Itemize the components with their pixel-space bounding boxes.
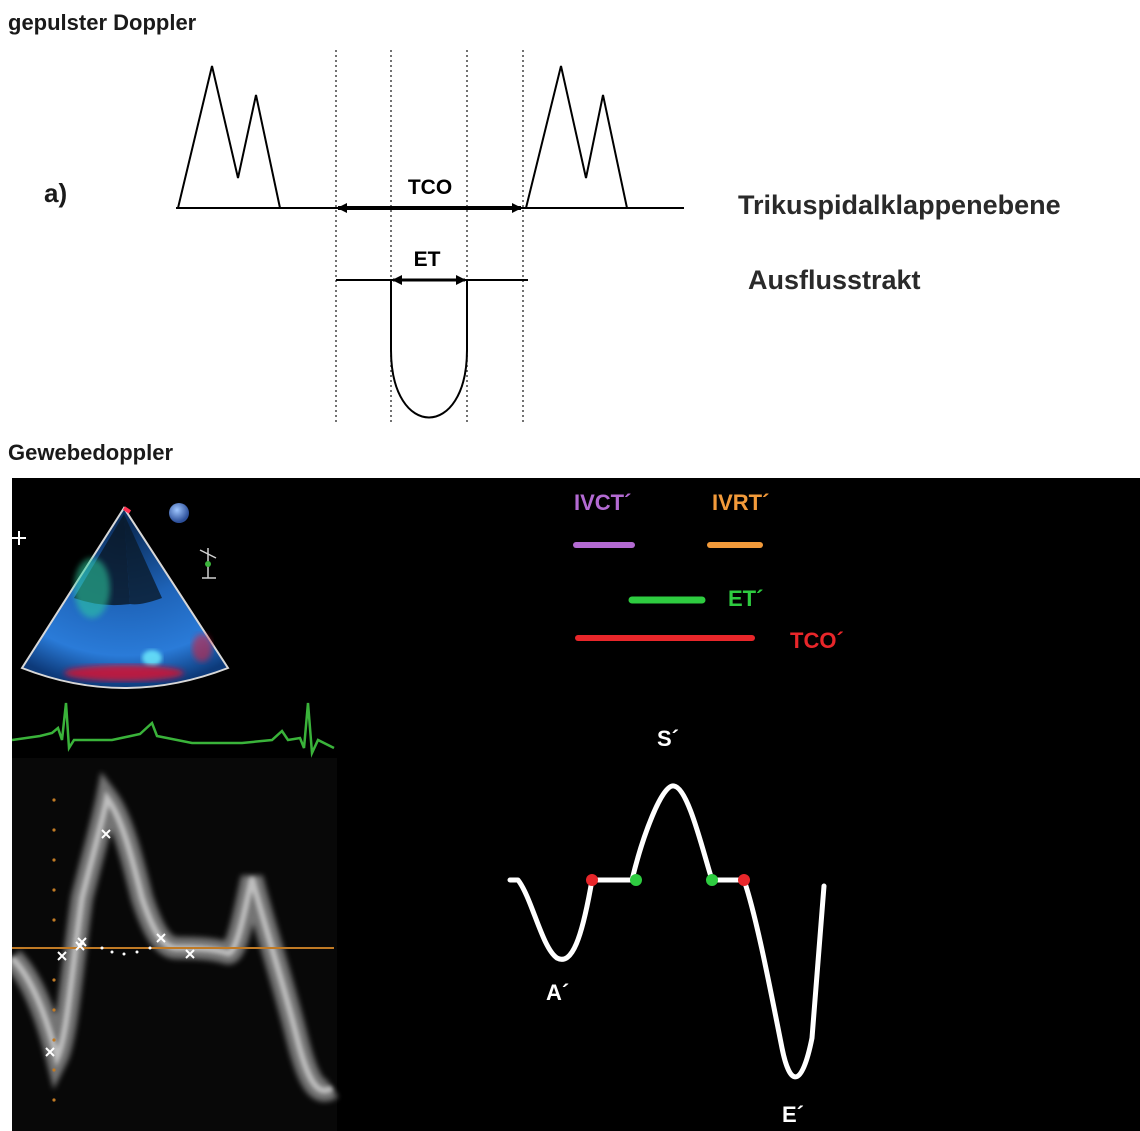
probe-orientation-icon bbox=[199, 548, 217, 579]
panel-label-a: a) bbox=[44, 178, 68, 208]
crosshair-icon bbox=[12, 531, 26, 545]
tricuspid-inflow-wave-2 bbox=[525, 65, 628, 209]
tissue-doppler-spectrum bbox=[12, 758, 339, 1131]
echo-sector-image bbox=[20, 506, 230, 689]
velocity-scale-dots bbox=[52, 798, 56, 1102]
ivrt-end-dot bbox=[738, 874, 750, 886]
tissue-velocity-curve bbox=[507, 783, 827, 1080]
measurement-calipers bbox=[45, 829, 195, 1057]
tissue-doppler-svg bbox=[12, 503, 827, 1131]
ivct-start-dot bbox=[586, 874, 598, 886]
tricuspid-plane-label: Trikuspidalklappenebene bbox=[738, 190, 1061, 220]
et-label: ET bbox=[414, 248, 441, 271]
tricuspid-inflow-wave-1 bbox=[177, 65, 281, 209]
tco-prime-label: TCO´ bbox=[790, 628, 844, 653]
a-wave-label: A´ bbox=[546, 980, 570, 1005]
ivrt-label: IVRT´ bbox=[712, 490, 770, 515]
pulsed-doppler-diagram: TCO ET bbox=[176, 50, 684, 425]
outflow-tract-label: Ausflusstrakt bbox=[748, 265, 921, 295]
outflow-ejection-curve bbox=[390, 280, 468, 419]
pulsed-doppler-title: gepulster Doppler bbox=[8, 10, 197, 35]
ecg-trace bbox=[12, 702, 335, 758]
ivrt-start-dot bbox=[706, 874, 718, 886]
tco-label: TCO bbox=[408, 176, 452, 199]
ivct-label: IVCT´ bbox=[574, 490, 632, 515]
s-wave-label: S´ bbox=[657, 726, 679, 751]
caliper-dots bbox=[100, 946, 152, 956]
tissue-doppler-title: Gewebedoppler bbox=[8, 440, 174, 465]
globe-icon bbox=[169, 503, 189, 523]
ivct-end-dot bbox=[630, 874, 642, 886]
e-wave-label: E´ bbox=[782, 1102, 804, 1127]
tissue-doppler-panel: IVCT´ IVRT´ ET´ TCO´ S´ A´ E´ bbox=[12, 478, 1140, 1131]
et-prime-label: ET´ bbox=[728, 586, 764, 611]
